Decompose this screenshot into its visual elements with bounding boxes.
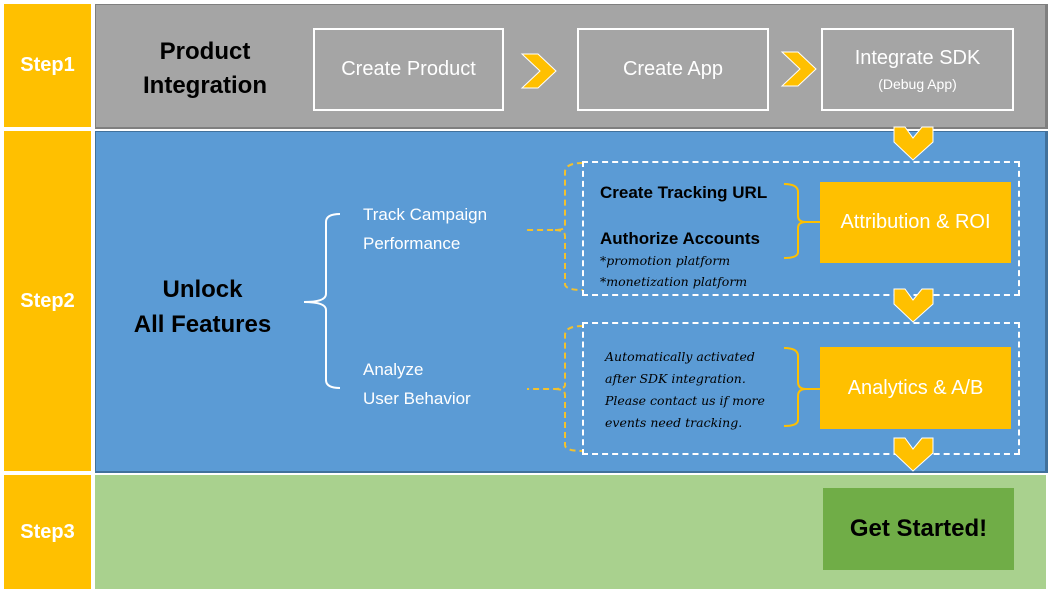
chevron-right-icon (780, 51, 817, 87)
track-campaign-line2: Performance (363, 234, 461, 253)
analytics-ab-box[interactable]: Analytics & A/B (820, 347, 1011, 429)
step1-panel (95, 4, 1048, 129)
analytics-note-line: events need tracking. (605, 415, 743, 430)
analyze-line2: User Behavior (363, 389, 471, 408)
integrate-sdk-subtitle: (Debug App) (878, 76, 957, 92)
note-promotion: *promotion platform (600, 253, 731, 268)
brace-icon (783, 347, 820, 427)
dashed-brace-icon (527, 325, 584, 452)
step1-title-line1: Product (159, 38, 251, 65)
dashed-brace-icon (527, 162, 584, 291)
analytics-note-line: Automatically activated (605, 349, 755, 364)
step1-title: Product Integration (115, 35, 295, 102)
note-monetization: *monetization platform (600, 274, 748, 289)
step2-title-line1: Unlock (162, 276, 243, 303)
analytics-dashed-box (582, 322, 1020, 455)
create-app-box[interactable]: Create App (577, 28, 769, 111)
step1-label-text: Step1 (20, 54, 75, 76)
step2-label: Step2 (4, 131, 91, 471)
step2-title-line2: All Features (133, 311, 272, 338)
track-campaign-line1: Track Campaign (363, 205, 488, 224)
integrate-sdk-label: Integrate SDK (854, 47, 981, 69)
chevron-down-icon (893, 437, 934, 472)
step1-title-line2: Integration (143, 71, 267, 99)
attribution-roi-box[interactable]: Attribution & ROI (820, 182, 1011, 263)
create-product-label: Create Product (341, 58, 476, 80)
brace-icon (303, 213, 341, 389)
step3-label: Step3 (4, 475, 91, 589)
authorize-accounts[interactable]: Authorize Accounts (600, 229, 760, 248)
step3-label-text: Step3 (20, 520, 75, 543)
get-started-button[interactable]: Get Started! (823, 488, 1014, 570)
track-campaign-label: Track Campaign Performance (363, 200, 487, 258)
get-started-label: Get Started! (849, 515, 988, 542)
analytics-note-line: Please contact us if more (605, 393, 765, 408)
create-app-label: Create App (622, 58, 724, 80)
analytics-note: Automatically activated after SDK integr… (605, 346, 765, 434)
campaign-dashed-box (582, 161, 1020, 296)
analyze-behavior-label: Analyze User Behavior (363, 355, 471, 413)
create-tracking-url[interactable]: Create Tracking URL (600, 183, 768, 202)
integrate-sdk-box[interactable]: Integrate SDK (Debug App) (821, 28, 1014, 111)
analyze-line1: Analyze (363, 360, 424, 379)
brace-icon (783, 183, 820, 259)
analytics-note-line: after SDK integration. (605, 371, 746, 386)
step2-title: Unlock All Features (110, 272, 295, 342)
create-product-box[interactable]: Create Product (313, 28, 504, 111)
chevron-right-icon (520, 53, 557, 89)
step1-label: Step1 (4, 4, 91, 127)
chevron-down-icon (893, 126, 934, 161)
chevron-down-icon (893, 288, 934, 323)
attribution-roi-label: Attribution & ROI (840, 211, 991, 233)
analytics-ab-label: Analytics & A/B (847, 376, 984, 399)
step2-label-text: Step2 (20, 289, 75, 312)
